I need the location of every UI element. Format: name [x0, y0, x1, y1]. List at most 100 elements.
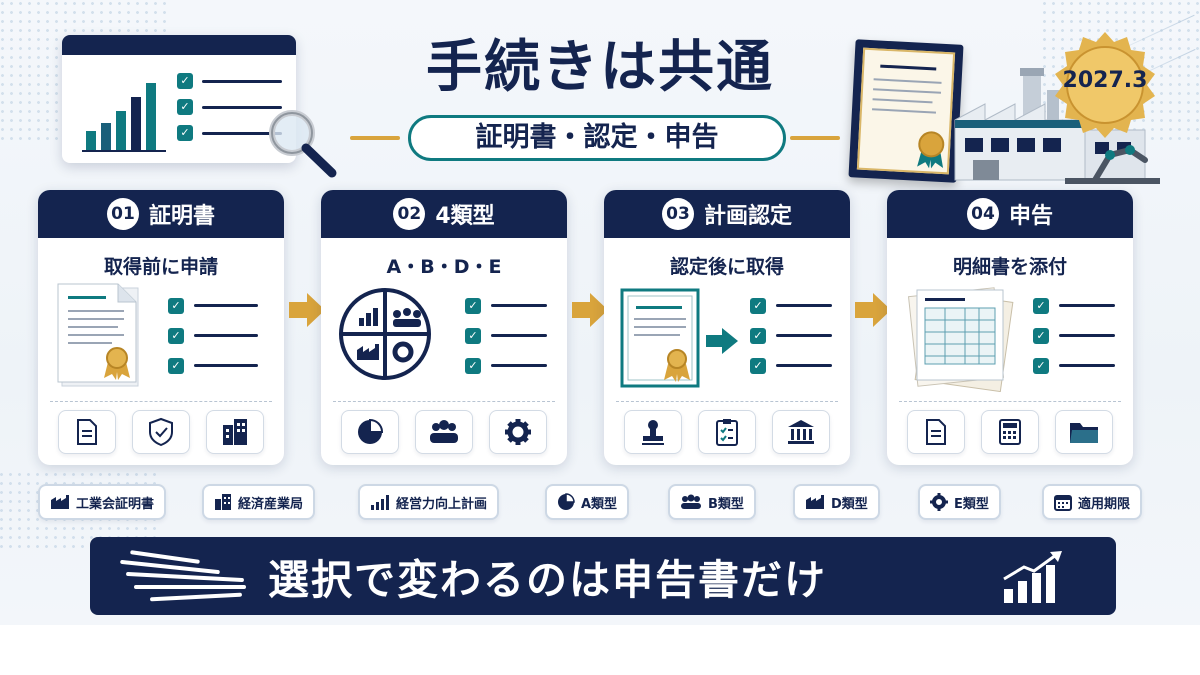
tag-chip: E類型 [918, 484, 1001, 520]
step-subtitle: 取得前に申請 [103, 256, 218, 278]
tag-chip: 適用期限 [1042, 484, 1143, 520]
next-arrow-icon [855, 293, 891, 327]
people-icon [415, 410, 473, 454]
step-card-header: 04 申告 [887, 190, 1133, 238]
step-title: 証明書 [148, 204, 215, 229]
step-number: 01 [106, 198, 139, 230]
page-title: 手続きは共通 [426, 35, 774, 100]
text-line [202, 106, 282, 109]
step-number: 03 [661, 198, 694, 230]
subtitle-pill: 証明書・認定・申告 [408, 115, 786, 161]
text-line [194, 364, 258, 367]
check-icon [750, 358, 766, 374]
step-card-01: 01 証明書 取得前に申請 [38, 190, 284, 465]
step-card-header: 02 4類型 [321, 190, 567, 238]
text-line [202, 80, 282, 83]
step-number: 04 [966, 198, 999, 230]
next-arrow-icon [289, 293, 325, 327]
card-divider [616, 401, 838, 402]
step-card-02: 02 4類型 A・B・D・E [321, 190, 567, 465]
deadline-badge: 2027.3 [1050, 30, 1160, 140]
infographic-canvas: 手続きは共通 証明書・認定・申告 [0, 0, 1200, 625]
text-line [202, 132, 282, 135]
step-card-header: 01 証明書 [38, 190, 284, 238]
step-card-header: 03 計画認定 [604, 190, 850, 238]
certificate-frame-illustration [848, 39, 964, 183]
clipboard-check-icon [698, 410, 756, 454]
tag-label: E類型 [954, 496, 989, 512]
step-title: 計画認定 [703, 204, 792, 229]
check-icon [1033, 328, 1049, 344]
step-card-03: 03 計画認定 認定後に取得 [604, 190, 850, 465]
tag-chip: B類型 [668, 484, 756, 520]
speed-line [125, 571, 245, 583]
speed-line [134, 585, 246, 589]
next-arrow-icon [572, 293, 608, 327]
tag-chip: A類型 [545, 484, 630, 520]
factory-illustration [954, 68, 1160, 184]
check-icon [177, 99, 193, 115]
check-icon [465, 358, 481, 374]
bar-chart-arrow-icon [1003, 551, 1062, 603]
document-icon [58, 410, 116, 454]
card-divider [899, 401, 1121, 402]
step-title: 4類型 [435, 204, 495, 229]
tag-chip: 経営力向上計画 [358, 484, 500, 520]
right-arrow-icon [706, 328, 738, 354]
text-line [776, 304, 832, 307]
tag-label: 適用期限 [1078, 496, 1131, 512]
tag-label: 経営力向上計画 [396, 496, 488, 512]
magnifier-icon [269, 110, 337, 178]
tag-chip: 工業会証明書 [38, 484, 167, 520]
factory-icon [806, 495, 824, 509]
tag-label: D類型 [831, 496, 868, 512]
gold-seal-icon [1055, 32, 1155, 138]
government-building-icon [772, 410, 830, 454]
tag-label: 工業会証明書 [76, 496, 155, 512]
gold-dash [790, 136, 840, 140]
tag-label: B類型 [708, 496, 744, 512]
check-icon [750, 328, 766, 344]
text-line [491, 304, 547, 307]
card-divider [50, 401, 272, 402]
step-subtitle: 認定後に取得 [669, 256, 784, 278]
certificate-icon [620, 288, 700, 388]
pie-chart-icon [558, 493, 575, 510]
four-type-quadrant-icon [339, 288, 431, 380]
dashboard-illustration [62, 35, 296, 163]
check-icon [177, 125, 193, 141]
text-line [194, 304, 258, 307]
text-line [491, 334, 547, 337]
tag-chip: 経済産業局 [202, 484, 316, 520]
certificate-document-icon [57, 283, 139, 387]
text-line [1059, 304, 1115, 307]
document-icon [907, 410, 965, 454]
step-card-04: 04 申告 明細書を添付 [887, 190, 1133, 465]
people-icon [681, 494, 701, 509]
check-icon [465, 298, 481, 314]
tag-chip: D類型 [793, 484, 880, 520]
tag-label: 経済産業局 [238, 496, 304, 512]
text-line [776, 334, 832, 337]
folder-icon [1055, 410, 1113, 454]
step-number: 02 [393, 198, 426, 230]
text-line [776, 364, 832, 367]
check-icon [465, 328, 481, 344]
gold-dash [350, 136, 400, 140]
check-icon [1033, 298, 1049, 314]
speed-line [149, 592, 243, 602]
check-icon [750, 298, 766, 314]
check-icon [177, 73, 193, 89]
building-icon [215, 494, 231, 510]
check-icon [168, 298, 184, 314]
step-subtitle: 明細書を添付 [952, 256, 1067, 278]
calendar-icon [1054, 495, 1072, 511]
deadline-text: 2027.3 [1062, 68, 1148, 93]
step-subtitle: A・B・D・E [386, 256, 502, 278]
calculator-icon [981, 410, 1039, 454]
text-line [1059, 334, 1115, 337]
pie-chart-icon [341, 410, 399, 454]
check-icon [168, 328, 184, 344]
text-line [194, 334, 258, 337]
conclusion-banner: 選択で変わるのは申告書だけ [90, 537, 1116, 615]
